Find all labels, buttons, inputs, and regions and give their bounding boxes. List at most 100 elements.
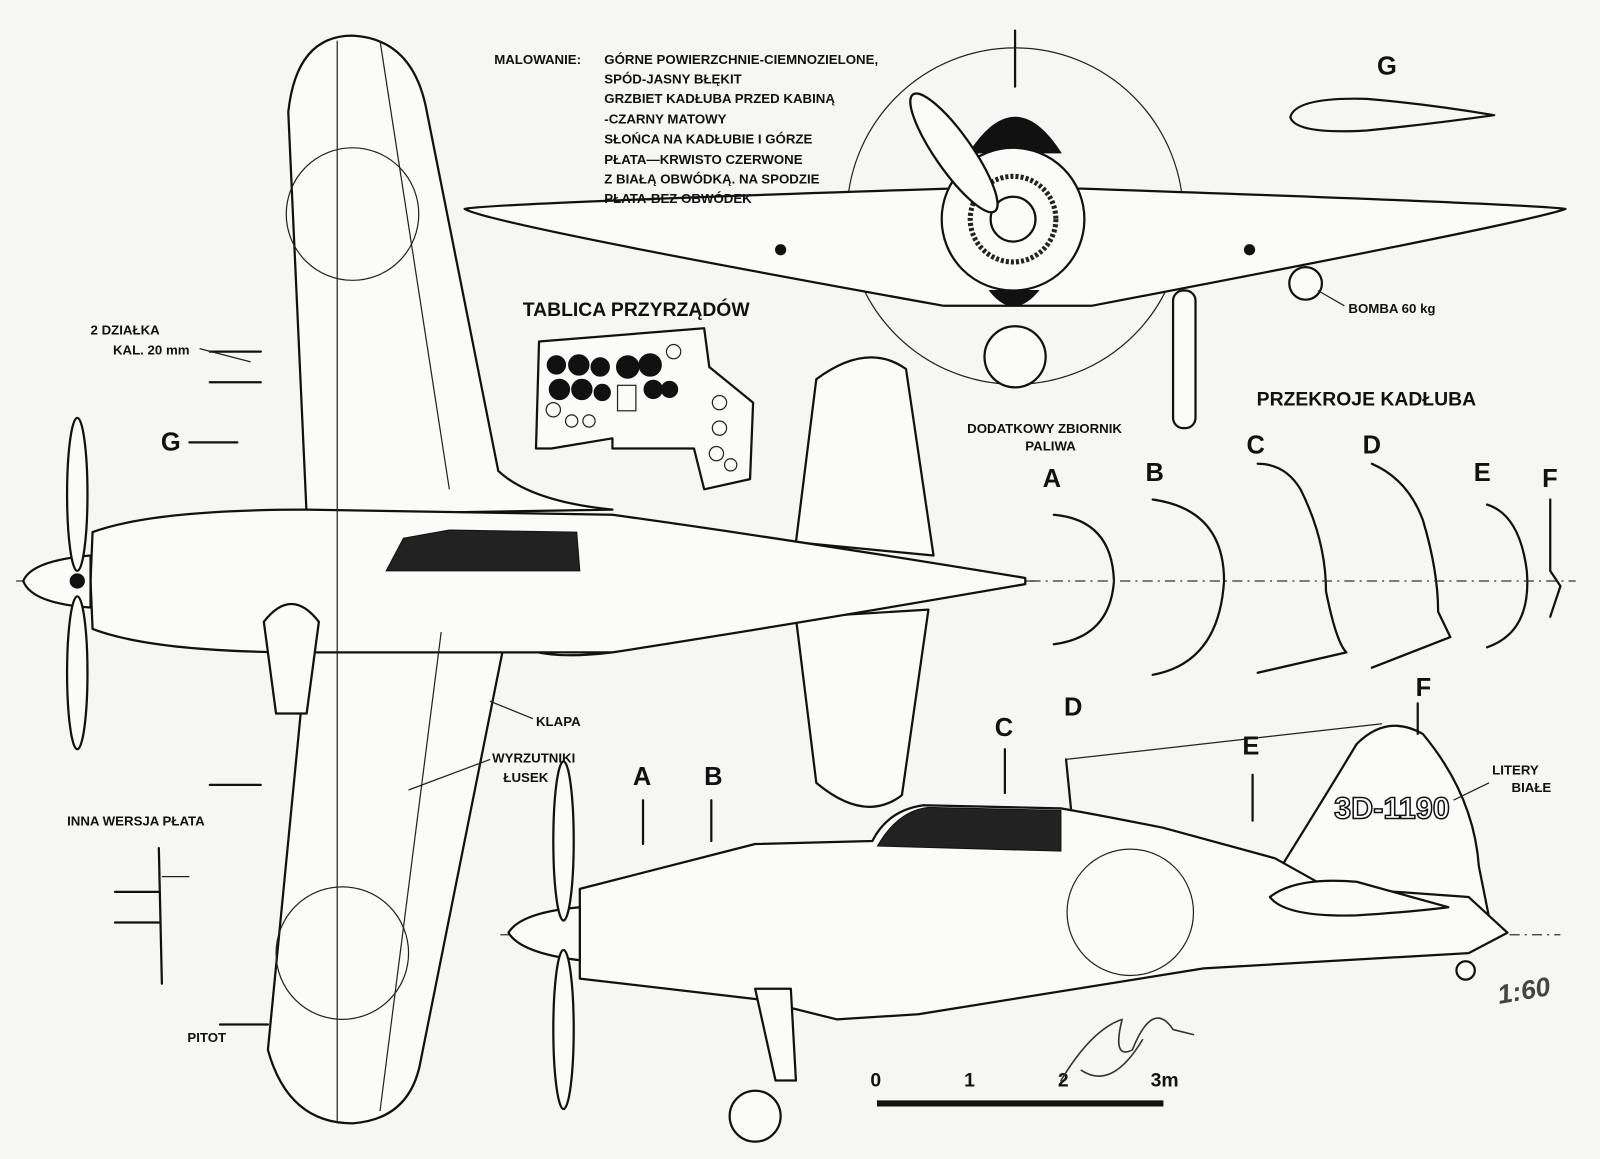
- leader-line: [199, 348, 251, 363]
- propeller-blade-top: [65, 416, 89, 572]
- landing-gear-front: [1171, 289, 1197, 430]
- side-view: 3D-1190: [500, 723, 1561, 1143]
- panel-outline: [534, 327, 755, 491]
- gauge: [616, 355, 640, 379]
- section-letter: F: [1542, 465, 1558, 493]
- letters-label-2: BIAŁE: [1512, 780, 1552, 795]
- scale-bar: 0 1 2 3m: [870, 1070, 1179, 1107]
- side-section-letter: A: [633, 763, 651, 791]
- section-letter: A: [1043, 465, 1061, 493]
- leader-line: [408, 758, 491, 791]
- section-c: [1256, 462, 1348, 674]
- side-spinner: [507, 906, 581, 962]
- note-line: SPÓD-JASNY BŁĘKIT: [604, 72, 741, 87]
- gauge: [546, 355, 567, 375]
- gauge: [711, 420, 728, 436]
- leader-line: [1317, 289, 1345, 307]
- side-propeller-blade-top: [552, 760, 575, 922]
- fuselage-top: [89, 508, 1027, 654]
- section-letter: B: [1146, 459, 1164, 487]
- side-antenna-mast: [1064, 758, 1073, 812]
- airfoil-section: [1289, 97, 1496, 133]
- letters-label-1: LITERY: [1492, 763, 1539, 778]
- scale-tick-label: 1: [964, 1070, 975, 1092]
- cannons-label-1: 2 DZIAŁKA: [91, 322, 161, 337]
- gun-port: [775, 244, 787, 256]
- main-landing-gear: [754, 987, 798, 1082]
- note-line: Z BIAŁĄ OBWÓDKĄ. NA SPODZIE: [604, 171, 819, 186]
- droptank-label-1: DODATKOWY ZBIORNIK: [967, 421, 1122, 436]
- gauge: [590, 357, 610, 377]
- horizontal-tail-upper: [794, 356, 935, 557]
- side-section-letter: F: [1416, 674, 1432, 702]
- section-g-marker: G: [161, 429, 181, 457]
- gauge: [564, 414, 579, 428]
- section-letter: D: [1363, 432, 1381, 460]
- section-e: [1485, 503, 1529, 649]
- gauge: [708, 445, 725, 462]
- gauge: [638, 353, 662, 377]
- flap-label: KLAPA: [536, 714, 581, 729]
- side-fuselage: [578, 804, 1509, 1021]
- side-canopy: [876, 806, 1062, 852]
- propeller-hub: [69, 573, 85, 589]
- side-section-letter: C: [995, 714, 1013, 742]
- upper-wing: [287, 34, 614, 516]
- gauge: [571, 378, 593, 401]
- section-d: [1370, 462, 1452, 669]
- lower-wing: [266, 635, 614, 1125]
- pitot-label: PITOT: [187, 1030, 226, 1045]
- note-line: SŁOŃCA NA KADŁUBIE I GÓRZE: [604, 132, 812, 147]
- leader-line: [489, 700, 534, 720]
- front-propeller-blade: [909, 92, 999, 214]
- side-section-letter: B: [704, 763, 722, 791]
- sections-title: PRZEKROJE KADŁUBA: [1257, 389, 1476, 411]
- front-spinner: [989, 195, 1037, 243]
- gauge: [660, 380, 679, 399]
- section-letter: C: [1246, 432, 1264, 460]
- registration-letters: 3D-1190: [1334, 792, 1450, 826]
- engine-cylinders: [967, 173, 1059, 265]
- side-section-markers: A B C D E F: [633, 674, 1432, 846]
- gauge: [545, 402, 562, 418]
- note-line: GÓRNE POWIERZCHNIE-CIEMNOZIELONE,: [604, 52, 878, 67]
- signature: [1060, 1017, 1195, 1082]
- bomb-front: [1288, 265, 1324, 301]
- airfoil-section-label: G: [1377, 52, 1397, 80]
- instrument-panel: [534, 327, 755, 491]
- gauge: [723, 458, 738, 472]
- gauge: [582, 414, 596, 428]
- section-a: [1052, 513, 1116, 646]
- note-line: PŁATA—KRWISTO CZERWONE: [604, 152, 802, 167]
- tail-fin: [1273, 724, 1491, 919]
- scale-bar-line: [876, 1100, 1164, 1107]
- lower-roundel: [275, 886, 410, 1020]
- gauge: [548, 378, 571, 401]
- painting-notes: MALOWANIE: GÓRNE POWIERZCHNIE-CIEMNOZIEL…: [494, 52, 878, 206]
- gauge: [568, 354, 590, 376]
- side-section-letter: D: [1064, 694, 1082, 722]
- alt-wing-detail: [113, 846, 190, 985]
- note-line: GRZBIET KADŁUBA PRZED KABINĄ: [604, 91, 835, 106]
- droptank-label-2: PALIWA: [1025, 439, 1076, 454]
- main-wheel: [728, 1089, 782, 1143]
- horizontal-tail-lower: [794, 608, 930, 808]
- alt-wing-edge: [157, 846, 164, 985]
- upper-roundel: [285, 147, 420, 281]
- instrument-panel-title: TABLICA PRZYRZĄDÓW: [523, 297, 751, 321]
- alt-wing-label: INNA WERSJA PŁATA: [67, 814, 205, 829]
- gauge: [593, 383, 611, 402]
- scale-tick-label: 0: [870, 1070, 881, 1092]
- front-canopy: [968, 116, 1062, 154]
- note-line: PŁATA-BEZ OBWÓDEK: [604, 191, 752, 206]
- antenna-wire: [1065, 723, 1383, 761]
- propeller-blade-bottom: [65, 595, 89, 751]
- note-line: -CZARNY MATOWY: [604, 111, 726, 126]
- gauge: [643, 379, 663, 400]
- gauge: [665, 343, 682, 360]
- fuselage-cross-sections: A B C D E F: [1030, 432, 1576, 676]
- flap-line: [379, 631, 442, 1112]
- drop-tank-top: [262, 603, 320, 715]
